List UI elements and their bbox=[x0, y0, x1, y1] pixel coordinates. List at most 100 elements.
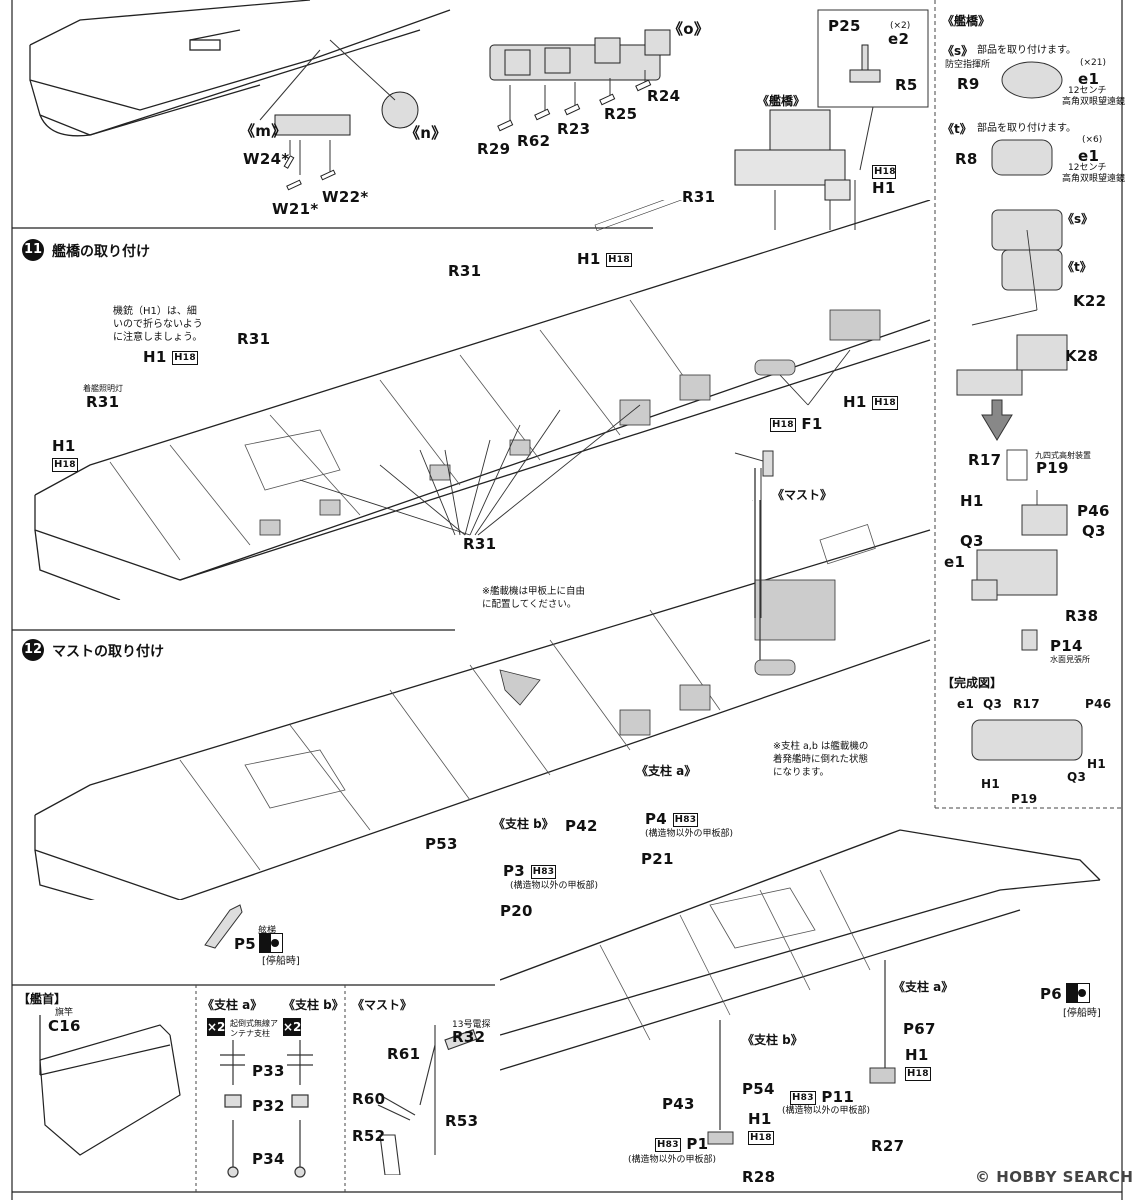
s11-kankan: 着艦照明灯 bbox=[83, 384, 123, 393]
bottom-kishao: 旗竿 bbox=[55, 1008, 74, 1018]
s12-P3-note: (構造物以外の甲板部) bbox=[510, 881, 599, 891]
bridge-s-note3: 高角双眼望遠鏡 bbox=[1062, 97, 1126, 107]
bridge-H1: H1 bbox=[960, 492, 984, 510]
bottom-R32: R32 bbox=[452, 1028, 486, 1046]
top-ship-drawing bbox=[29, 0, 929, 230]
step11-number: 11 bbox=[22, 239, 44, 261]
bridge-t-note3: 高角双眼望遠鏡 bbox=[1062, 174, 1126, 184]
bridge-t-head: 《t》 bbox=[942, 122, 972, 136]
bottom-dentoh: 13号電探 bbox=[452, 1020, 491, 1030]
bridge-e1-mid: e1 bbox=[944, 553, 966, 571]
c-Q3: Q3 bbox=[983, 697, 1003, 711]
bottom-P1-note: (構造物以外の甲板部) bbox=[628, 1155, 717, 1165]
bridge-panel-title: 《艦橋》 bbox=[942, 14, 991, 28]
supports-drawing bbox=[220, 1040, 313, 1178]
s12-ab-note: ※支柱 a,b は艦載機の着発艦時に倒れた状態になります。 bbox=[773, 741, 869, 778]
bottom-P67: P67 bbox=[903, 1020, 936, 1038]
bridge-x21: (×21) bbox=[1080, 58, 1107, 68]
x2-badge-a: ×2 bbox=[207, 1018, 226, 1036]
s12-mast: 《マスト》 bbox=[772, 488, 833, 502]
s11-H1-a: H1 H18 bbox=[577, 250, 632, 268]
bridge-t-text: 部品を取り付けます。 bbox=[977, 123, 1076, 134]
c-H1-left: H1 bbox=[981, 777, 1000, 791]
bridge-P14: P14 bbox=[1050, 637, 1083, 655]
c-R17: R17 bbox=[1013, 697, 1040, 711]
bottom-R27: R27 bbox=[871, 1137, 905, 1155]
label-R24: R24 bbox=[647, 87, 681, 105]
label-m: 《m》 bbox=[240, 122, 287, 140]
s12-P5: P5 bbox=[234, 935, 257, 953]
label-n: 《n》 bbox=[405, 124, 447, 142]
step12-number: 12 bbox=[22, 639, 44, 661]
bottom-P33: P33 bbox=[252, 1062, 285, 1080]
bottom-P43: P43 bbox=[662, 1095, 695, 1113]
bottom-sb: 《支柱 b》 bbox=[283, 998, 344, 1012]
bridge-s-note1: 防空指揮所 bbox=[945, 60, 991, 70]
step11-title: 艦橋の取り付け bbox=[52, 244, 150, 260]
bridge-s-head: 《s》 bbox=[942, 44, 974, 58]
bridge-R8: R8 bbox=[955, 150, 978, 168]
s12-kyo: 舷梯 bbox=[258, 926, 277, 936]
label-W22: W22* bbox=[322, 188, 369, 206]
s11-R31-b: R31 bbox=[448, 262, 482, 280]
teisen-icon-2 bbox=[1066, 983, 1090, 1003]
s12-P4-note: (構造物以外の甲板部) bbox=[645, 829, 734, 839]
s12-P53: P53 bbox=[425, 835, 458, 853]
bridge-K28: K28 bbox=[1065, 347, 1099, 365]
c-H1-right: H1 bbox=[1087, 757, 1106, 771]
label-R29: R29 bbox=[477, 140, 511, 158]
bottom-P1: H83 P1 bbox=[655, 1135, 709, 1153]
s12-P4: P4 H83 bbox=[645, 810, 699, 828]
bottom-kanshu: 【艦首】 bbox=[18, 992, 67, 1006]
bridge-P19: P19 bbox=[1036, 459, 1069, 477]
s11-F1: H18 F1 bbox=[770, 415, 823, 433]
bottom-P34: P34 bbox=[252, 1150, 285, 1168]
bottom-P54: P54 bbox=[742, 1080, 775, 1098]
bottom-mast: 《マスト》 bbox=[352, 998, 413, 1012]
bottom-R60: R60 bbox=[352, 1090, 386, 1108]
teisen-icon bbox=[259, 933, 283, 953]
s11-H1-d: H1 H18 bbox=[843, 393, 898, 411]
bottom-P11-note: (構造物以外の甲板部) bbox=[782, 1106, 871, 1116]
label-o: 《o》 bbox=[668, 20, 710, 38]
bottom-R61: R61 bbox=[387, 1045, 421, 1063]
step11-ship-drawing bbox=[34, 200, 931, 600]
bottom-R28: R28 bbox=[742, 1168, 776, 1186]
s12-shichu-b: 《支柱 b》 bbox=[493, 817, 554, 831]
x2-badge-b: ×2 bbox=[283, 1018, 302, 1036]
bottom-C16: C16 bbox=[48, 1017, 81, 1035]
bridge-R38: R38 bbox=[1065, 607, 1099, 625]
s12-P21: P21 bbox=[641, 850, 674, 868]
bridge-s-label: 《s》 bbox=[1062, 212, 1094, 226]
bridge-t-label: 《t》 bbox=[1062, 260, 1092, 274]
bottom-teisen: [停船時] bbox=[1063, 1008, 1101, 1019]
bridge-s-text: 部品を取り付けます。 bbox=[977, 45, 1076, 56]
label-x2: (×2) bbox=[890, 21, 911, 31]
s12-P20: P20 bbox=[500, 902, 533, 920]
label-W21: W21* bbox=[272, 200, 319, 218]
watermark: © HOBBY SEARCH bbox=[975, 1168, 1134, 1186]
bridge-R17: R17 bbox=[968, 451, 1002, 469]
bottom-P32: P32 bbox=[252, 1097, 285, 1115]
label-R23: R23 bbox=[557, 120, 591, 138]
c-P46: P46 bbox=[1085, 697, 1112, 711]
bridge-K22: K22 bbox=[1073, 292, 1107, 310]
bow-drawing bbox=[39, 1015, 181, 1156]
step11-note: 機銃（H1）は、細いので折らないように注意しましょう。 bbox=[113, 306, 203, 343]
bridge-x6: (×6) bbox=[1082, 135, 1103, 145]
bridge-Q3-right: Q3 bbox=[1082, 522, 1106, 540]
c-Q3-right: Q3 bbox=[1067, 770, 1087, 784]
s11-R31-a: R31 bbox=[682, 188, 716, 206]
label-kankyo-top: 《艦橋》 bbox=[757, 94, 806, 108]
bridge-t-note2: 12センチ bbox=[1068, 163, 1107, 173]
s12-plane-note: ※艦載機は甲板上に自由に配置してください。 bbox=[482, 586, 585, 610]
s11-R31-c: R31 bbox=[237, 330, 271, 348]
label-R62: R62 bbox=[517, 132, 551, 150]
bridge-e1-t: e1 bbox=[1078, 147, 1100, 165]
step12-ship-drawing bbox=[34, 500, 931, 900]
bottom-anten: 起倒式無線アンテナ支柱 bbox=[230, 1019, 278, 1038]
